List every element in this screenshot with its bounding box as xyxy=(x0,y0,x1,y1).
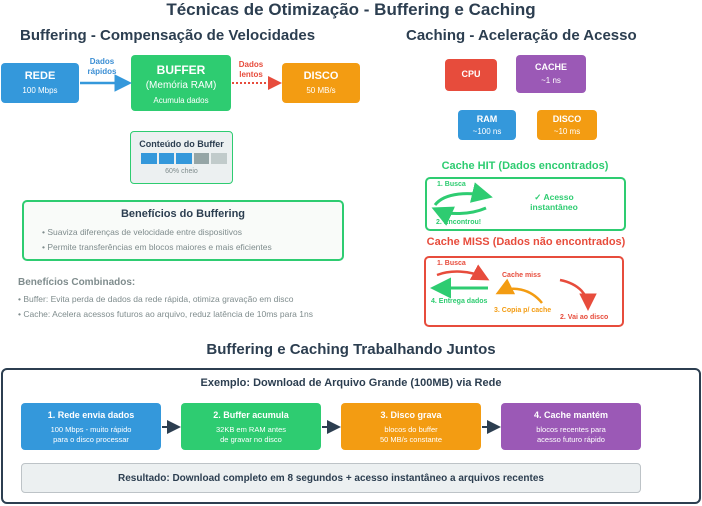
cpu-box: CPU xyxy=(445,59,497,91)
beneficio-text: Permite transferências em blocos maiores… xyxy=(47,242,272,252)
disco-label: DISCO xyxy=(303,70,339,82)
cache-sub: ~1 ns xyxy=(541,76,561,85)
step-title: 1. Rede envia dados xyxy=(47,410,135,420)
disco-sub: 50 MB/s xyxy=(306,86,336,95)
step-title: 3. Disco grava xyxy=(380,410,442,420)
cache-miss-panel xyxy=(424,256,624,327)
arrow-miss-copia xyxy=(495,278,543,304)
dados-rapidos-label: Dados rápidos xyxy=(84,57,120,77)
combinados-title: Benefícios Combinados: xyxy=(18,277,136,288)
ram-label: RAM xyxy=(476,114,498,124)
dados-rapidos-line1: Dados xyxy=(89,57,115,66)
cpu-label: CPU xyxy=(461,69,481,79)
buffer-content-panel: Conteúdo do Buffer 60% cheio xyxy=(130,131,233,184)
buffer-sub: (Memória RAM) xyxy=(145,80,217,91)
step-disco: 3. Disco grava blocos do buffer 50 MB/s … xyxy=(341,403,481,450)
ram-box: RAM ~100 ns xyxy=(458,110,516,140)
miss-vai-disco-label: 2. Vai ao disco xyxy=(560,314,609,321)
hit-busca-label: 1. Busca xyxy=(437,181,466,188)
beneficio-item: • Suaviza diferenças de velocidade entre… xyxy=(42,227,243,237)
step-cache: 4. Cache mantém blocos recentes para ace… xyxy=(501,403,641,450)
buffer-fill-bar xyxy=(141,153,227,164)
buffer-label: BUFFER xyxy=(156,63,206,77)
arrow-hit-encontrou xyxy=(431,206,487,226)
buffer-cell xyxy=(193,153,210,164)
juntos-heading: Buffering e Caching Trabalhando Juntos xyxy=(206,341,496,358)
miss-entrega-label: 4. Entrega dados xyxy=(431,298,488,305)
combinados-item: • Cache: Acelera acessos futuros ao arqu… xyxy=(18,309,313,319)
buffer-cell xyxy=(141,153,157,164)
cache-miss-title: Cache MISS (Dados não encontrados) xyxy=(426,236,626,248)
step-title: 2. Buffer acumula xyxy=(213,410,289,420)
hit-encontrou-label: 2. Encontrou! xyxy=(436,219,482,226)
cache-hit-panel xyxy=(425,177,626,231)
disco-cache-label: DISCO xyxy=(552,114,582,124)
step-line: 32KB em RAM antes xyxy=(215,425,287,434)
hit-acesso-line1: ✓ Acesso xyxy=(534,192,574,202)
caching-heading: Caching - Aceleração de Acesso xyxy=(406,27,637,44)
buffer-cell xyxy=(158,153,175,164)
step-title: 4. Cache mantém xyxy=(533,410,609,420)
hit-acesso-line2: instantâneo xyxy=(530,202,578,212)
cache-hit-title: Cache HIT (Dados encontrados) xyxy=(441,160,609,172)
beneficios-title: Benefícios do Buffering xyxy=(120,208,246,220)
beneficio-item: • Permite transferências em blocos maior… xyxy=(42,242,272,252)
arrow-hit-busca xyxy=(433,182,493,207)
ram-sub: ~100 ns xyxy=(472,127,502,136)
arrow-miss-busca xyxy=(436,264,490,281)
combinados-item: • Buffer: Evita perda de dados da rede r… xyxy=(18,294,294,304)
cache-label: CACHE xyxy=(534,62,567,72)
beneficios-buffering-panel: Benefícios do Buffering • Suaviza difere… xyxy=(22,200,344,261)
beneficio-text: Suaviza diferenças de velocidade entre d… xyxy=(47,227,243,237)
buffer-note: Acumula dados xyxy=(153,96,209,105)
miss-copia-label: 3. Copia p/ cache xyxy=(494,307,552,314)
dados-lentos-line1: Dados xyxy=(238,60,264,69)
page-title: Técnicas de Otimização - Buffering e Cac… xyxy=(166,0,536,19)
arrow-miss-disco xyxy=(559,278,597,311)
dados-rapidos-line2: rápidos xyxy=(87,67,117,76)
step-line: blocos do buffer xyxy=(384,425,438,434)
cache-box: CACHE ~1 ns xyxy=(516,55,586,93)
dados-lentos-label: Dados lentos xyxy=(233,60,269,80)
rede-box: REDE 100 Mbps xyxy=(1,63,79,103)
step-buffer: 2. Buffer acumula 32KB em RAM antes de g… xyxy=(181,403,321,450)
step-line: acesso futuro rápido xyxy=(537,435,605,444)
disco-cache-sub: ~10 ms xyxy=(553,127,581,136)
buffering-heading: Buffering - Compensação de Velocidades xyxy=(20,27,316,44)
buffer-cell xyxy=(211,153,227,164)
miss-cache-miss-label: Cache miss xyxy=(502,272,541,279)
dados-lentos-line2: lentos xyxy=(239,70,263,79)
juntos-exemplo: Exemplo: Download de Arquivo Grande (100… xyxy=(200,377,502,389)
buffer-fill-label: 60% cheio xyxy=(165,168,198,175)
disco-box: DISCO 50 MB/s xyxy=(282,63,360,103)
disco-cache-box: DISCO ~10 ms xyxy=(537,110,597,140)
hit-acesso-label: ✓ Acesso instantâneo xyxy=(524,192,584,212)
beneficios-list: • Suaviza diferenças de velocidade entre… xyxy=(42,225,342,255)
rede-label: REDE xyxy=(24,70,56,82)
resultado-box: Resultado: Download completo em 8 segund… xyxy=(21,463,641,493)
step-rede: 1. Rede envia dados 100 Mbps - muito ráp… xyxy=(21,403,161,450)
juntos-panel xyxy=(1,368,701,504)
rede-sub: 100 Mbps xyxy=(22,86,58,95)
step-line: blocos recentes para xyxy=(536,425,606,434)
step-line: de gravar no disco xyxy=(220,435,282,444)
buffer-content-title: Conteúdo do Buffer xyxy=(139,139,224,149)
buffer-box: BUFFER (Memória RAM) Acumula dados xyxy=(131,55,231,111)
step-line: 100 Mbps - muito rápido xyxy=(50,425,132,434)
step-line: para o disco processar xyxy=(53,435,129,444)
step-line: 50 MB/s constante xyxy=(379,435,443,444)
beneficios-combinados: Benefícios Combinados: • Buffer: Evita p… xyxy=(18,277,388,322)
buffer-cell xyxy=(176,153,192,164)
miss-busca-label: 1. Busca xyxy=(437,260,466,267)
